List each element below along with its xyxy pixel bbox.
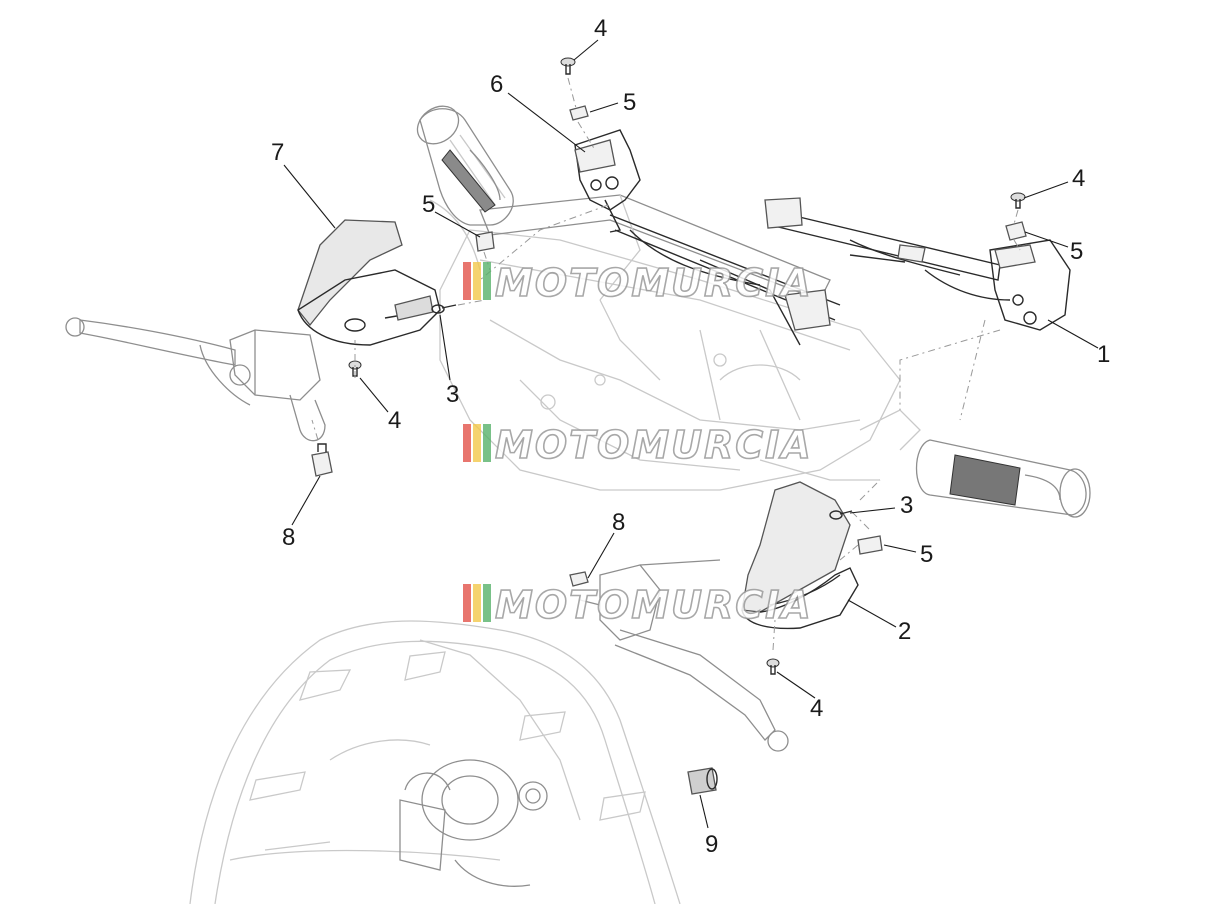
- callout-5: 5: [920, 541, 933, 568]
- assembly-lines: [311, 77, 1021, 651]
- screw-3a: [431, 304, 457, 314]
- switch-8b: [569, 571, 589, 587]
- watermark-stripe-red: [463, 424, 471, 462]
- callout-4: 4: [810, 695, 823, 722]
- front-shield-drawing: [189, 620, 681, 904]
- left-brake-lever: [65, 317, 326, 442]
- watermark-text: MOTOMURCIA: [495, 261, 813, 305]
- watermark-text: MOTOMURCIA: [495, 423, 813, 467]
- callout-8: 8: [612, 509, 625, 536]
- clip-5c: [1005, 221, 1027, 241]
- watermark-3: MOTOMURCIA: [463, 582, 813, 628]
- ignition-lock-drawing: [399, 759, 548, 887]
- part-7-left-cover: [297, 219, 441, 346]
- part-6-left-switch: [574, 129, 841, 346]
- watermark-1: MOTOMURCIA: [463, 260, 813, 306]
- leader-lines: [283, 39, 1099, 829]
- watermark-text: MOTOMURCIA: [495, 583, 813, 627]
- left-grip-drawing: [416, 105, 514, 226]
- clip-5d: [857, 535, 883, 555]
- clip-5b: [475, 231, 495, 252]
- watermark-stripe-red: [463, 262, 471, 300]
- part-1-right-switch: [764, 197, 1071, 331]
- screw-4a: [560, 57, 576, 75]
- callout-4: 4: [594, 15, 607, 42]
- watermark-stripe-yellow: [473, 584, 481, 622]
- screw-3b: [829, 510, 853, 520]
- watermark-2: MOTOMURCIA: [463, 422, 813, 468]
- watermark-stripe-green: [483, 424, 491, 462]
- part-2-right-cover: [741, 481, 859, 630]
- callout-9: 9: [705, 831, 718, 858]
- callout-1: 1: [1097, 341, 1110, 368]
- watermark-stripe-yellow: [473, 262, 481, 300]
- screw-4c: [1010, 192, 1026, 209]
- right-brake-lever: [579, 559, 789, 752]
- handlebar-frame-drawing: [429, 199, 921, 491]
- callout-5: 5: [1070, 238, 1083, 265]
- screw-4d: [766, 658, 780, 675]
- watermark-stripe-green: [483, 262, 491, 300]
- callout-5: 5: [623, 89, 636, 116]
- switch-8a: [311, 443, 333, 477]
- callout-3: 3: [446, 381, 459, 408]
- callout-3: 3: [900, 492, 913, 519]
- right-grip-drawing: [915, 439, 1091, 518]
- watermark-stripe-red: [463, 584, 471, 622]
- callout-8: 8: [282, 524, 295, 551]
- callout-5: 5: [422, 191, 435, 218]
- watermark-stripe-yellow: [473, 424, 481, 462]
- socket-9: [687, 767, 718, 795]
- watermark-stripe-green: [483, 584, 491, 622]
- callout-7: 7: [271, 139, 284, 166]
- callout-6: 6: [490, 71, 503, 98]
- callout-4: 4: [388, 407, 401, 434]
- callout-2: 2: [898, 618, 911, 645]
- clip-5a: [569, 105, 589, 121]
- callout-numbers: 4 5 6 7 5 3 4 4 5 1 3 5 2 4 8 8 9: [271, 15, 1110, 858]
- callout-4: 4: [1072, 165, 1085, 192]
